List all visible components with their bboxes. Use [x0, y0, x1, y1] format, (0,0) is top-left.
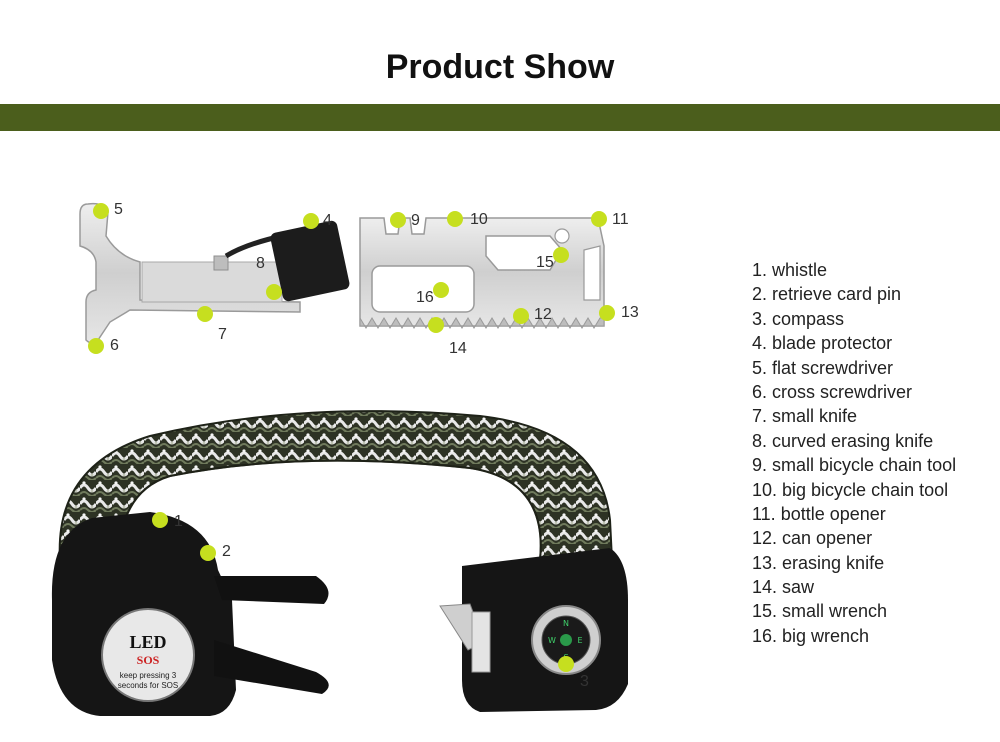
callout-marker-2 [200, 545, 216, 561]
callout-marker-15 [553, 247, 569, 263]
callout-label-12: 12 [534, 306, 552, 323]
callout-marker-9 [390, 212, 406, 228]
callout-label-16: 16 [416, 289, 434, 306]
compass-letter-n: N [563, 619, 569, 628]
legend-item-big-wrench: 16. big wrench [752, 625, 870, 646]
legend-item-big-bicycle-chain-tool: 10. big bicycle chain tool [752, 479, 949, 500]
callout-label-3: 3 [580, 673, 589, 690]
legend-item-flat-screwdriver: 5. flat screwdriver [752, 357, 894, 378]
callout-label-8: 8 [256, 255, 265, 272]
left-buckle [51, 512, 329, 716]
callout-label-13: 13 [621, 304, 639, 321]
page-title: Product Show [385, 48, 615, 86]
callout-label-10: 10 [470, 211, 488, 228]
callout-label-9: 9 [411, 212, 420, 229]
feature-legend: 1. whistle 2. retrieve card pin 3. compa… [752, 258, 956, 648]
callout-marker-7 [197, 306, 213, 322]
callout-marker-14 [428, 317, 444, 333]
tool-multitool-card [359, 217, 605, 329]
legend-item-bottle-opener: 11. bottle opener [752, 503, 886, 524]
tool-screwdriver-knife [79, 202, 350, 344]
legend-item-retrieve-card-pin: 2. retrieve card pin [752, 284, 902, 305]
callout-label-4: 4 [323, 212, 332, 229]
callout-label-15: 15 [536, 254, 554, 271]
callout-label-2: 2 [222, 543, 231, 560]
callout-label-7: 7 [218, 326, 227, 343]
legend-item-saw: 14. saw [752, 577, 815, 598]
compass-letter-w: W [548, 636, 556, 645]
callout-marker-6 [88, 338, 104, 354]
callout-label-5: 5 [114, 201, 123, 218]
callout-marker-10 [447, 211, 463, 227]
header-band [0, 104, 1000, 131]
callout-marker-11 [591, 211, 607, 227]
paracord-bracelet [58, 410, 614, 591]
callout-marker-5 [93, 203, 109, 219]
callout-marker-8 [266, 284, 282, 300]
callout-label-1: 1 [174, 513, 183, 530]
callout-marker-16 [433, 282, 449, 298]
legend-item-erasing-knife: 13. erasing knife [752, 552, 885, 573]
legend-item-blade-protector: 4. blade protector [752, 333, 893, 354]
sos-hint-line1: keep pressing 3 [120, 671, 177, 680]
callout-label-11: 11 [612, 211, 629, 228]
legend-item-small-bicycle-chain-tool: 9. small bicycle chain tool [752, 455, 957, 476]
callout-marker-4 [303, 213, 319, 229]
legend-item-small-wrench: 15. small wrench [752, 601, 888, 622]
led-label: LED [129, 632, 166, 652]
callout-label-6: 6 [110, 337, 119, 354]
callout-label-14: 14 [449, 340, 467, 357]
legend-item-cross-screwdriver: 6. cross screwdriver [752, 381, 913, 402]
right-buckle [439, 548, 628, 712]
legend-item-whistle: 1. whistle [752, 260, 828, 280]
legend-item-small-knife: 7. small knife [752, 406, 858, 427]
callout-marker-3 [558, 656, 574, 672]
callout-marker-13 [599, 305, 615, 321]
sos-hint-line2: seconds for SOS [118, 681, 178, 690]
callout-marker-1 [152, 512, 168, 528]
compass-letter-e: E [577, 636, 582, 645]
legend-item-can-opener: 12. can opener [752, 528, 873, 549]
sos-label: SOS [137, 653, 160, 667]
legend-item-compass: 3. compass [752, 308, 845, 329]
legend-item-curved-erasing-knife: 8. curved erasing knife [752, 430, 934, 451]
callout-marker-12 [513, 308, 529, 324]
